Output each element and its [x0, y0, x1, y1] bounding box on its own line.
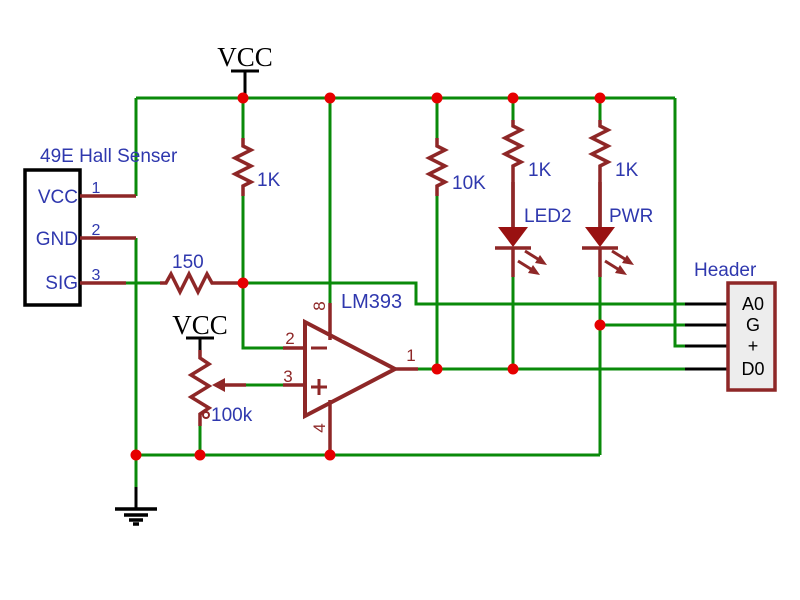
resistor-1k-pwr-value: 1K	[615, 160, 639, 181]
hall-pin-name-sig: SIG	[45, 273, 78, 294]
hall-sensor	[23, 168, 136, 307]
wire-pin2	[241, 283, 284, 350]
header-pin-g: G	[746, 315, 760, 335]
junction-dot	[594, 92, 606, 104]
wire-a0	[243, 281, 688, 306]
junction-dot	[594, 319, 606, 331]
opamp-pin-2-num: 2	[285, 329, 294, 348]
pwr-triangle-icon	[585, 227, 615, 247]
header-box	[726, 281, 777, 392]
comparator-lm393	[283, 303, 418, 455]
potentiometer	[187, 350, 246, 426]
resistor-150-value: 150	[172, 252, 204, 273]
junction-dot	[507, 92, 519, 104]
opamp-pin-4-num: 4	[310, 423, 329, 432]
comparator-name: LM393	[341, 291, 402, 313]
junction-dots	[130, 92, 606, 461]
resistor-1k-led2-value: 1K	[528, 160, 552, 181]
resistor-1k-pwr	[588, 120, 612, 228]
resistor-10k-value: 10K	[452, 173, 486, 194]
pot-body	[187, 350, 213, 426]
resistor-1k-left	[231, 138, 255, 196]
wires	[125, 96, 688, 488]
opamp-plus-icon	[311, 379, 327, 395]
opamp-pin-1-num: 1	[406, 346, 415, 365]
header-connector	[685, 281, 777, 392]
vcc-symbol-top	[231, 69, 259, 97]
ground-icon	[115, 487, 157, 526]
header-pin-d0: D0	[741, 359, 764, 379]
led2-label: LED2	[524, 206, 572, 227]
opamp-triangle	[303, 318, 400, 420]
pwr-led-symbol	[582, 182, 634, 277]
hall-pin-name-gnd: GND	[36, 229, 78, 250]
wire-vcc-right	[673, 98, 688, 348]
opamp-pin-8-num: 8	[310, 301, 329, 310]
junction-dot	[237, 277, 249, 289]
vcc-label-top: VCC	[217, 42, 273, 72]
junction-dot	[324, 92, 336, 104]
pwr-light-arrowhead-1	[622, 255, 634, 265]
led2-triangle-icon	[498, 227, 528, 247]
pwr-light-arrowhead-2	[615, 265, 627, 275]
junction-dot	[130, 449, 142, 461]
hall-sensor-title: 49E Hall Senser	[40, 146, 178, 167]
vcc-label-pot: VCC	[172, 310, 228, 340]
hall-pin-num-3: 3	[92, 267, 101, 284]
resistor-1k-left-value: 1K	[257, 170, 281, 191]
opamp-pin-3-num: 3	[283, 367, 292, 386]
resistor-150	[160, 270, 243, 296]
led2-light-arrowhead-2	[528, 265, 540, 275]
header-pin-a0: A0	[742, 294, 764, 314]
vcc-symbol-pot	[186, 336, 214, 351]
junction-dot	[237, 92, 249, 104]
pwr-led-label: PWR	[609, 206, 653, 227]
led2-light-arrowhead-1	[535, 255, 547, 265]
hall-pin-num-2: 2	[92, 222, 101, 239]
hall-pin-name-vcc: VCC	[38, 187, 78, 208]
pot-wiper-arrow-icon	[212, 378, 225, 392]
header-title: Header	[694, 260, 757, 281]
junction-dot	[324, 449, 336, 461]
pot-terminal-circle	[202, 411, 210, 419]
resistor-10k	[425, 138, 449, 196]
junction-dot	[507, 363, 519, 375]
header-pin-plus: +	[748, 336, 759, 356]
potentiometer-value: 100k	[211, 405, 253, 426]
junction-dot	[431, 92, 443, 104]
hall-pin-num-1: 1	[92, 180, 101, 197]
junction-dot	[431, 363, 443, 375]
led2-symbol	[495, 182, 547, 277]
junction-dot	[194, 449, 206, 461]
resistor-1k-led2	[501, 120, 525, 228]
